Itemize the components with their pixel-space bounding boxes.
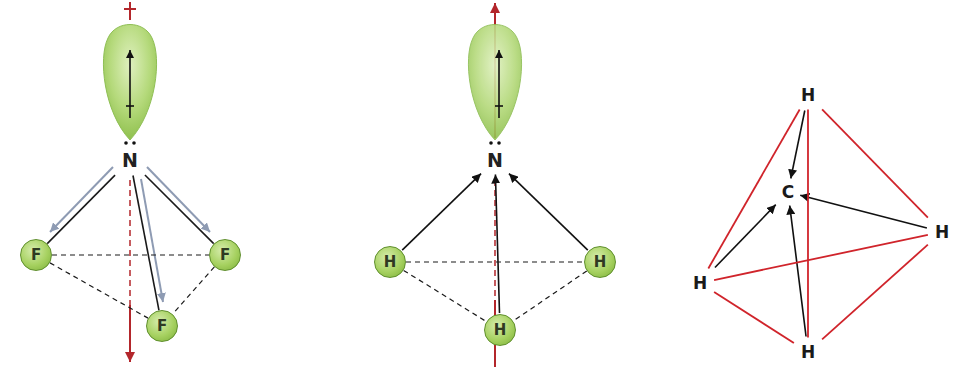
atom-symbol: H (801, 344, 815, 361)
hydrogen-atom: H (584, 246, 616, 278)
hydrogen-atom: H (484, 314, 516, 346)
bond-line (133, 176, 159, 311)
atom-symbol: F (31, 248, 41, 263)
hydrogen-atom: H (690, 273, 710, 294)
dipole-arrow (790, 206, 806, 337)
nitrogen-atom: N (484, 149, 506, 172)
bond-line (47, 175, 115, 244)
tetrahedron-edge (714, 292, 794, 343)
atom-symbol: H (494, 323, 507, 338)
lone-pair-lobe (103, 25, 156, 141)
atom-symbol: N (122, 151, 138, 170)
tetrahedron-edge (708, 110, 799, 269)
carbon-atom: C (779, 182, 797, 203)
base-dashed-line (50, 263, 148, 318)
atom-symbol: H (935, 224, 949, 241)
lone-pair-dots (124, 141, 136, 145)
base-dashed-line (173, 267, 215, 314)
atom-symbol: C (782, 184, 794, 201)
bond-line (145, 175, 214, 244)
hydrogen-atom: H (798, 342, 818, 363)
dipole-arrow (509, 174, 588, 251)
fluorine-atom: F (209, 239, 241, 271)
dipole-arrow (800, 195, 927, 228)
hydrogen-atom: H (932, 222, 952, 243)
hydrogen-atom: H (374, 246, 406, 278)
base-dashed-line (404, 270, 487, 321)
dipole-arrow (495, 175, 499, 314)
dipole-arrow (402, 174, 481, 251)
base-dashed-line (52, 254, 209, 255)
nitrogen-atom: N (119, 149, 141, 172)
lone-pair-lobe (468, 25, 521, 141)
atom-symbol: H (384, 255, 397, 270)
bond-dipole-arrows (50, 167, 210, 302)
lone-pair-arrow (495, 50, 503, 118)
base-dashed-line (406, 261, 584, 262)
fluorine-atom: F (146, 310, 178, 342)
atom-symbol: H (693, 275, 707, 292)
atom-symbol: H (594, 255, 607, 270)
dipole-arrow (715, 205, 776, 268)
atom-symbol: F (157, 319, 167, 334)
atom-symbol: F (220, 248, 230, 263)
tetrahedron-edge (822, 245, 928, 340)
lone-pair-dots (489, 141, 501, 145)
hydrogen-atom: H (798, 85, 818, 106)
tetrahedron-edge (807, 110, 809, 338)
atom-symbol: H (801, 87, 815, 104)
base-dashed-line (513, 271, 587, 321)
atom-symbol: N (487, 151, 503, 170)
fluorine-atom: F (20, 239, 52, 271)
lone-pair-arrow (126, 50, 134, 118)
tetrahedron-edge (822, 109, 928, 217)
